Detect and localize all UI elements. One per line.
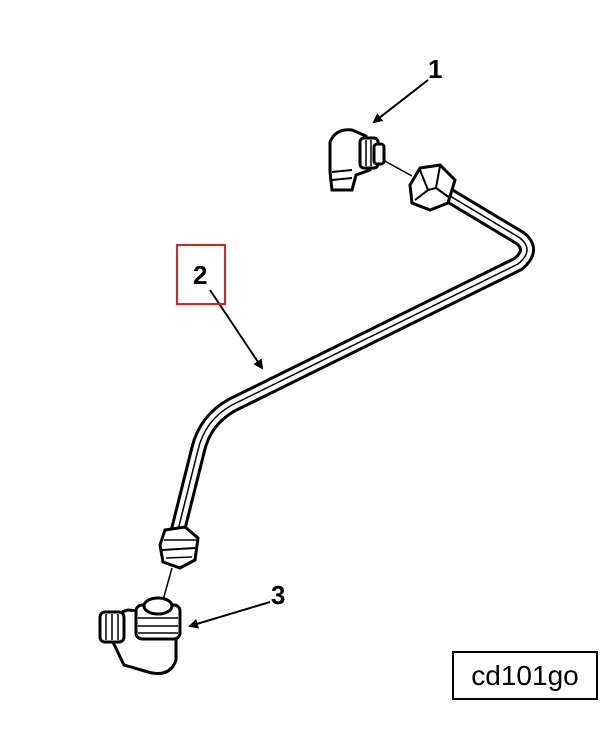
callout-item-3: 3 bbox=[271, 580, 286, 610]
upper-elbow-fitting bbox=[328, 128, 386, 192]
leader-arrow-1 bbox=[372, 79, 429, 124]
upper-assembly-line bbox=[382, 159, 413, 177]
lower-assembly-line bbox=[162, 567, 173, 601]
lower-elbow-fitting bbox=[98, 596, 182, 675]
callout-item-2: 2 bbox=[193, 260, 208, 290]
callout-highlight-box bbox=[176, 244, 226, 305]
upper-tube-nut bbox=[408, 163, 457, 212]
leader-arrow-3 bbox=[188, 601, 271, 629]
oil-tube bbox=[170, 182, 535, 538]
callout-item-1: 1 bbox=[428, 54, 443, 84]
lower-tube-nut bbox=[158, 525, 200, 570]
figure-code-label: cd101go bbox=[452, 651, 598, 700]
